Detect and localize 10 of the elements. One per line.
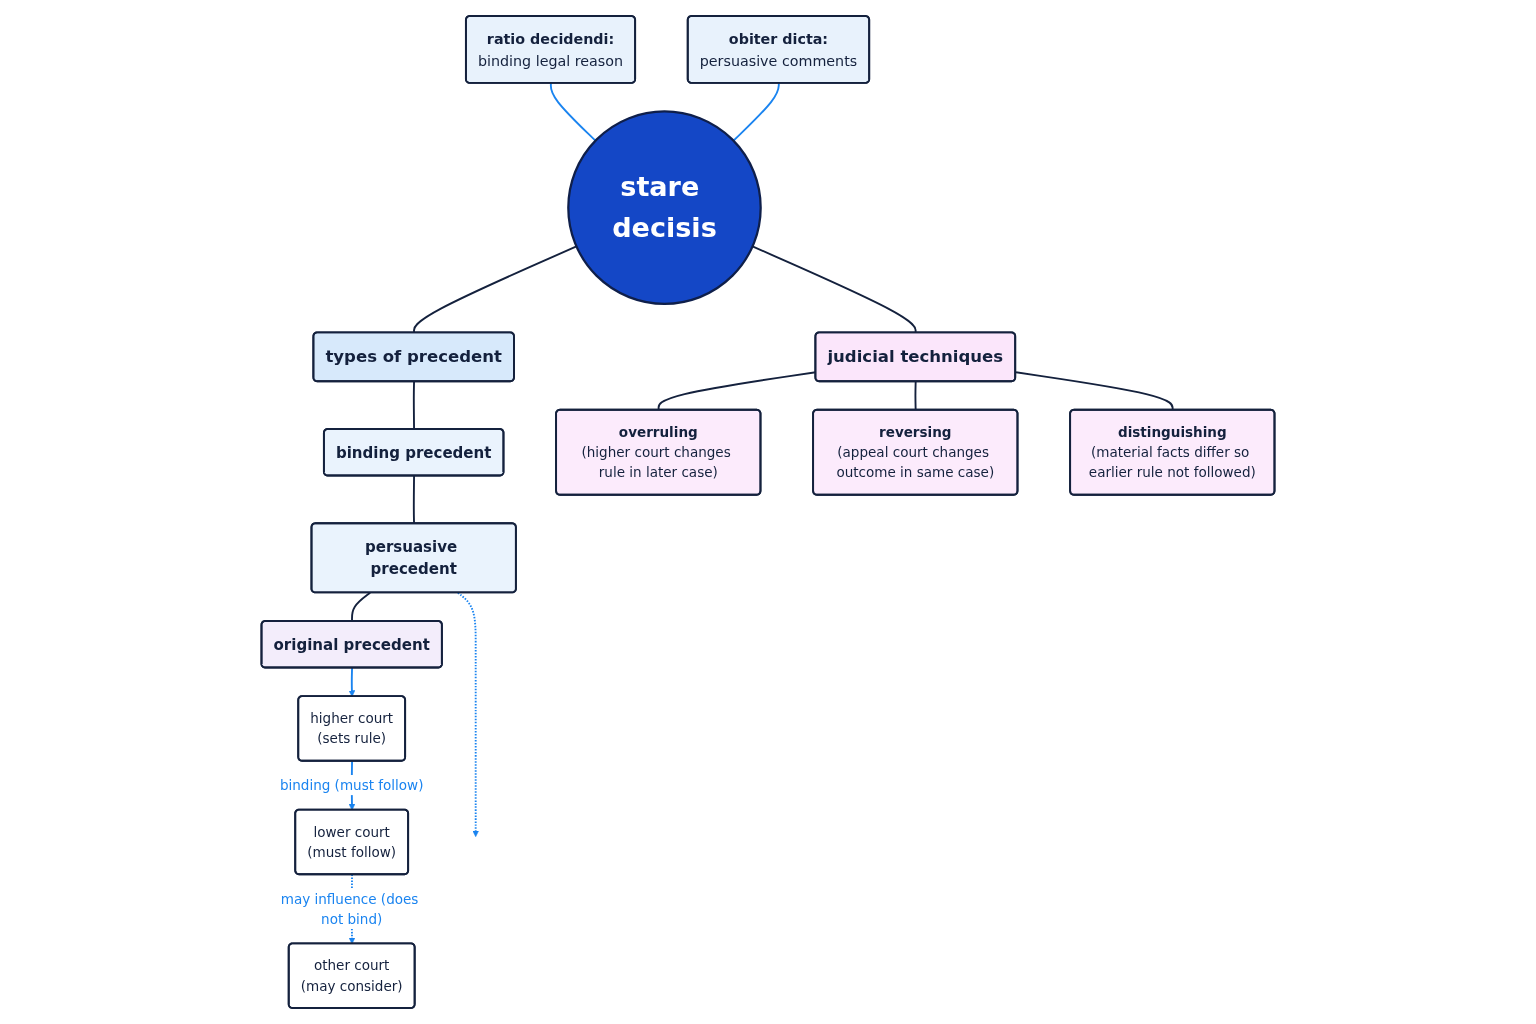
arrow bbox=[457, 591, 479, 837]
edge-label: binding (must follow) bbox=[279, 777, 424, 794]
connector bbox=[412, 475, 415, 525]
edge-label: may influence (does not bind) bbox=[280, 890, 419, 927]
node-circle: stare decisis bbox=[567, 110, 762, 305]
connector bbox=[413, 245, 578, 334]
connector bbox=[549, 82, 597, 142]
connector bbox=[751, 245, 917, 334]
connector bbox=[732, 82, 780, 142]
arrow bbox=[348, 667, 356, 697]
